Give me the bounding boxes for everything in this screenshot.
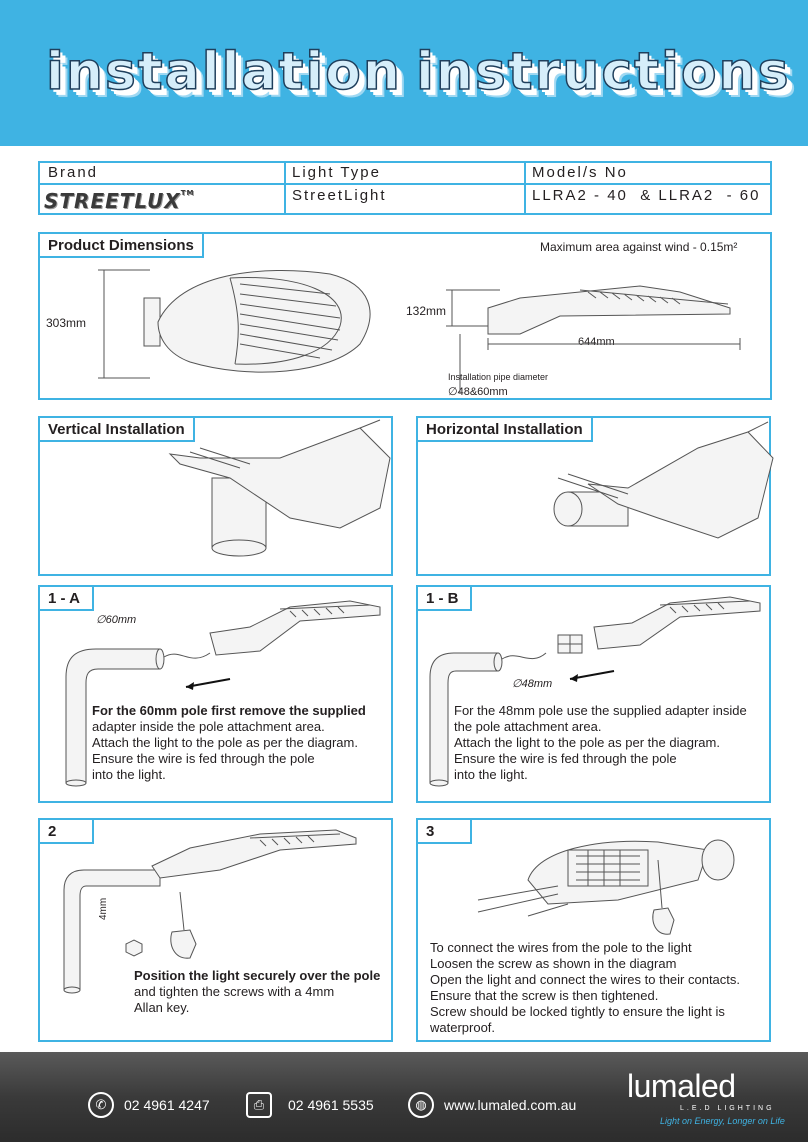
pipe-diameter-value: ∅48&60mm xyxy=(448,386,508,398)
step-1a-panel: 1 - A ∅60mm For the 60mm pole first remo… xyxy=(38,585,393,803)
phone-number: 02 4961 4247 xyxy=(124,1097,210,1113)
light-type-value: StreetLight xyxy=(292,187,387,204)
light-type-label: Light Type xyxy=(292,164,381,181)
horizontal-installation-title: Horizontal Installation xyxy=(416,416,593,442)
step-2-text: Position the light securely over the pol… xyxy=(134,968,381,1015)
fax-number: 02 4961 5535 xyxy=(288,1097,374,1113)
vertical-installation-title: Vertical Installation xyxy=(38,416,195,442)
vertical-installation-panel: Vertical Installation xyxy=(38,416,393,576)
step-3-panel: 3 To connect the wires from the pole to … xyxy=(416,818,771,1042)
horizontal-installation-panel: Horizontal Installation xyxy=(416,416,774,576)
step-2-panel: 2 4mm Position the light securely over t… xyxy=(38,818,393,1042)
step-1b-diameter: ∅48mm xyxy=(512,678,553,690)
step-3-text: To connect the wires from the pole to th… xyxy=(430,940,741,1035)
step-1b-text: For the 48mm pole use the supplied adapt… xyxy=(454,703,747,782)
dimension-drawing xyxy=(98,269,741,394)
length-dimension: 644mm xyxy=(578,336,615,348)
fax-icon: ⎙ xyxy=(246,1092,272,1118)
wind-area-text: Maximum area against wind - 0.15m² xyxy=(540,240,738,254)
streetlux-logo: STREETLUXTM xyxy=(44,189,195,213)
product-dimensions-title: Product Dimensions xyxy=(38,232,204,258)
width-dimension: 303mm xyxy=(46,316,87,330)
step-1a-text: For the 60mm pole first remove the suppl… xyxy=(92,703,366,782)
step-1b-title: 1 - B xyxy=(416,585,472,611)
product-dimensions-panel: Product Dimensions Maximum area against … xyxy=(38,232,772,400)
logo-tagline: Light on Energy, Longer on Life xyxy=(660,1116,785,1126)
horizontal-installation-drawing xyxy=(553,421,774,539)
height-dimension: 132mm xyxy=(406,304,447,318)
header-banner: installation instructions xyxy=(0,0,808,146)
header-title-installation: installation xyxy=(45,41,402,103)
model-label: Model/s No xyxy=(532,164,628,181)
logo-subtitle: L.E.D LIGHTING xyxy=(680,1105,775,1112)
pipe-diameter-label: Installation pipe diameter xyxy=(448,372,549,382)
phone-icon: ✆ xyxy=(88,1092,114,1118)
step-1b-panel: 1 - B ∅48mm For the 48mm pole use the su… xyxy=(416,585,771,803)
footer-bar: ✆ 02 4961 4247 ⎙ 02 4961 5535 ◍ www.luma… xyxy=(0,1052,808,1142)
header-title-instructions: instructions xyxy=(415,41,791,103)
model-value: LLRA2 - 40 & LLRA2 - 60 xyxy=(532,187,761,204)
vertical-installation-drawing xyxy=(168,419,391,557)
step-2-drawing xyxy=(63,829,357,994)
lumaled-logo: lumaled xyxy=(627,1068,736,1104)
step-1a-title: 1 - A xyxy=(38,585,94,611)
step-1a-diameter: ∅60mm xyxy=(96,614,137,626)
website-link[interactable]: www.lumaled.com.au xyxy=(444,1097,577,1113)
step-1b-drawing xyxy=(429,596,761,787)
step-3-drawing xyxy=(477,839,735,935)
brand-label: Brand xyxy=(48,164,99,181)
step-1a-drawing xyxy=(65,600,381,787)
step-3-title: 3 xyxy=(416,818,472,844)
globe-icon: ◍ xyxy=(408,1092,434,1118)
step-2-title: 2 xyxy=(38,818,94,844)
product-info-table: Brand STREETLUXTM Light Type StreetLight… xyxy=(38,161,772,215)
